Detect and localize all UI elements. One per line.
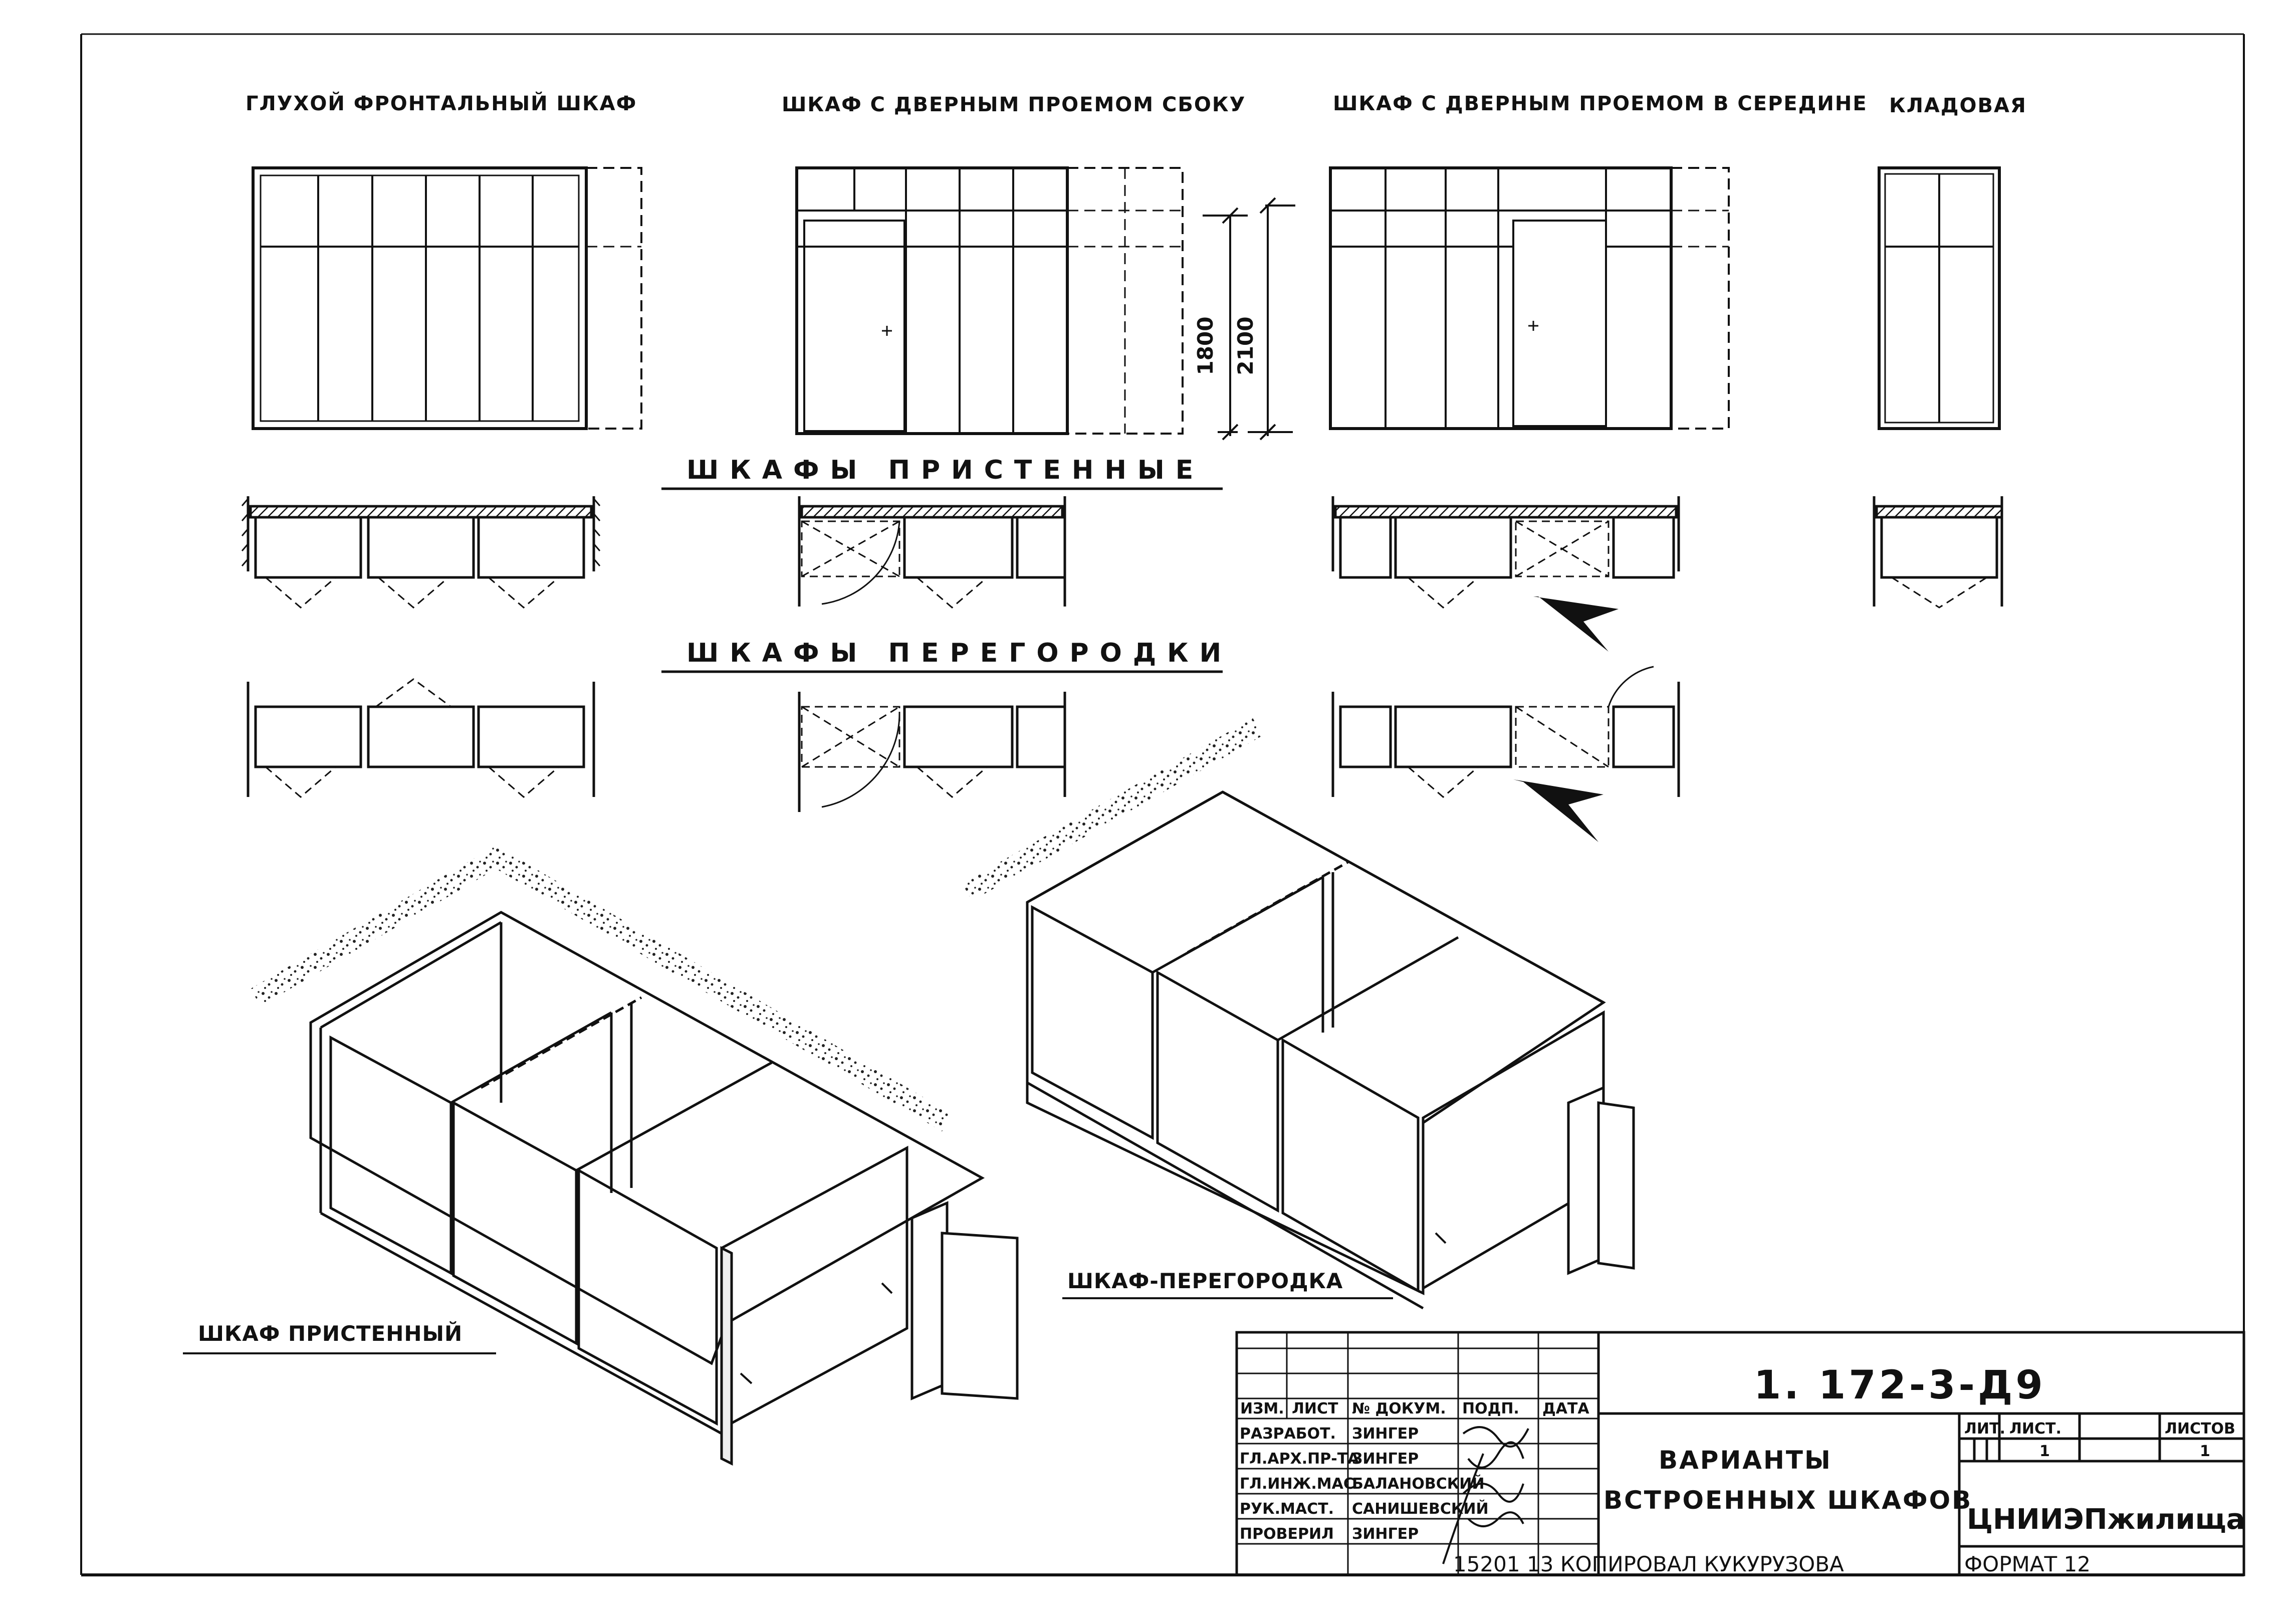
label-wall-cabinet: ШКАФ ПРИСТЕННЫЙ [198,1321,463,1346]
tb-header-list: ЛИСТ [1292,1400,1338,1418]
tb-row-name: ЗИНГЕР [1352,1425,1419,1443]
elevation-storage-room [1878,166,2001,430]
dimension-1800: 1800 [1193,317,1218,375]
tb-lit-label: ЛИТ. [1964,1420,2005,1438]
tb-format: ФОРМАТ 12 [1964,1552,2091,1576]
tb-header-date: ДАТА [1542,1400,1589,1418]
tb-sheet-title-line1: ВАРИАНТЫ [1659,1446,1832,1475]
tb-row-role: ПРОВЕРИЛ [1240,1525,1334,1543]
isometric-partition-cabinet [962,718,1635,1310]
plan-wall-blind [241,496,601,609]
tb-organization: ЦНИИЭПжилища [1967,1503,2245,1536]
elevation-center-door-cabinet [1329,166,1730,430]
elevation-blind-cabinet [252,166,642,430]
tb-sheets-label: ЛИСТОВ [2165,1420,2235,1438]
section-title-wall-mounted: ШКАФЫ ПРИСТЕННЫЕ [686,455,1204,485]
plan-partition-side-door [798,692,1066,812]
tb-row-name: ЗИНГЕР [1352,1525,1419,1543]
tb-header-doc: № ДОКУМ. [1352,1400,1446,1418]
tb-row-role: РАЗРАБОТ. [1240,1425,1336,1443]
title-block [1235,1331,2245,1576]
tb-header-izm: ИЗМ. [1240,1400,1284,1418]
tb-header-sign: ПОДП. [1462,1400,1519,1418]
tb-row-name: ЗИНГЕР [1352,1450,1419,1468]
section-title-partition: ШКАФЫ ПЕРЕГОРОДКИ [686,638,1232,668]
tb-sheets-total: 1 [2200,1443,2210,1460]
plan-partition-center-door [1331,666,1680,842]
tb-row-role: ГЛ.АРХ.ПР-ТА [1240,1450,1359,1468]
plan-partition-blind [247,678,595,798]
tb-document-code: 1. 172-3-Д9 [1754,1363,2046,1408]
height-dimensions [1203,197,1295,441]
isometric-wall-cabinet [250,845,1019,1466]
tb-row-role: ГЛ.ИНЖ.МАС [1240,1475,1354,1493]
elevation-title-center-door: ШКАФ С ДВЕРНЫМ ПРОЕМОМ В СЕРЕДИНЕ [1333,92,1868,115]
plan-wall-side-door [798,496,1066,609]
signature-scribble [1442,1426,1529,1564]
tb-sheet-label: ЛИСТ. [2009,1420,2061,1438]
tb-row-name: САНИШЕВСКИЙ [1352,1500,1489,1518]
elevation-title-storage: КЛАДОВАЯ [1889,94,2027,117]
label-partition-cabinet: ШКАФ-ПЕРЕГОРОДКА [1067,1269,1343,1293]
dimension-2100: 2100 [1233,317,1258,375]
tb-row-role: РУК.МАСТ. [1240,1500,1334,1518]
elevation-title-blind: ГЛУХОЙ ФРОНТАЛЬНЫЙ ШКАФ [246,91,637,115]
tb-sheet-title-line2: ВСТРОЕННЫХ ШКАФОВ [1603,1486,1972,1515]
tb-row-name: БАЛАНОВСКИЙ [1352,1475,1484,1493]
elevation-title-side-door: ШКАФ С ДВЕРНЫМ ПРОЕМОМ СБОКУ [782,93,1246,116]
plan-wall-storage [1873,496,2003,609]
plan-wall-center-door [1331,496,1680,652]
elevation-side-door-cabinet [795,166,1184,435]
footer-copy-note: 15201 13 КОПИРОВАЛ КУКУРУЗОВА [1453,1552,1844,1576]
tb-sheet-number: 1 [2039,1443,2050,1460]
